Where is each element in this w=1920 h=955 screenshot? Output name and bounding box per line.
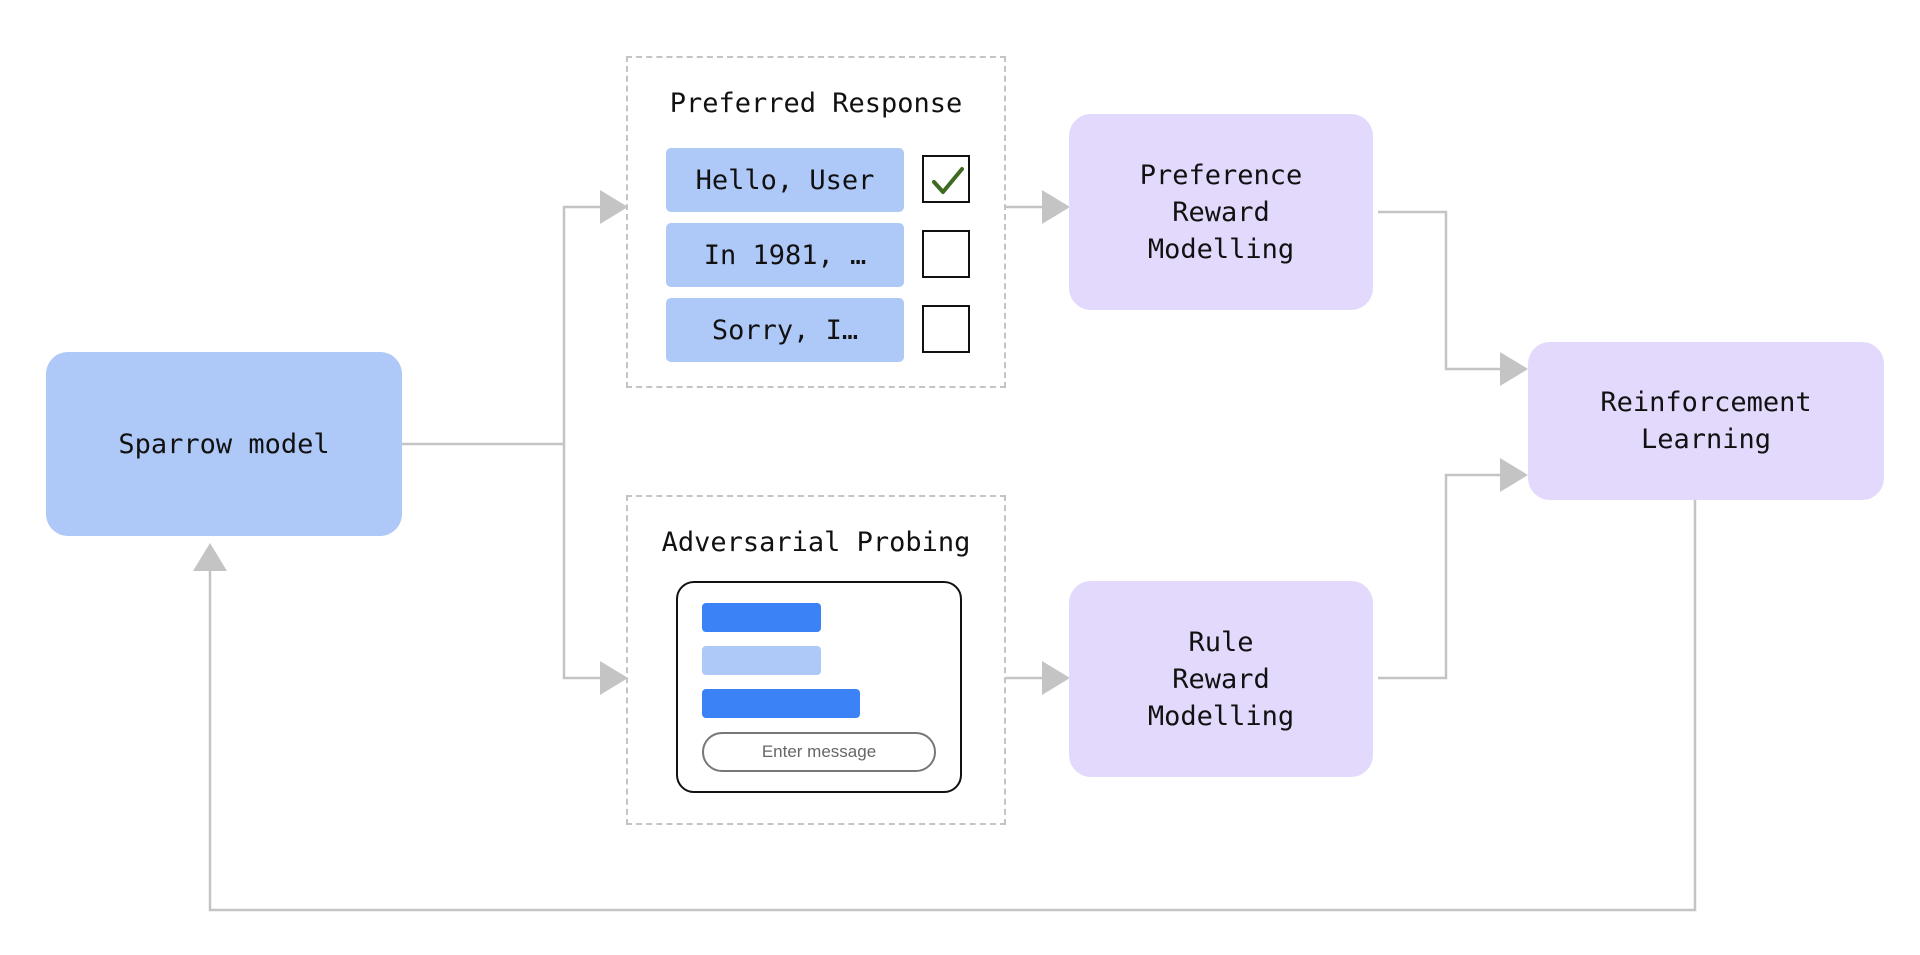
chat-message bbox=[702, 603, 821, 632]
response-checkbox-checked[interactable] bbox=[922, 155, 970, 203]
arrowhead-icon bbox=[1500, 352, 1528, 386]
preferred-response-panel: Preferred Response Hello, User In 1981, … bbox=[626, 56, 1006, 388]
response-option: Hello, User bbox=[666, 148, 904, 212]
connector-rule-reward-to-rl bbox=[1378, 473, 1500, 680]
arrowhead-icon bbox=[1042, 661, 1070, 695]
rule-reward-modelling-node: Rule Reward Modelling bbox=[1069, 581, 1373, 777]
connector-branch-to-preferred-response bbox=[562, 205, 600, 444]
arrowhead-icon bbox=[600, 661, 628, 695]
arrowhead-icon bbox=[1500, 458, 1528, 492]
message-input[interactable]: Enter message bbox=[702, 732, 936, 772]
adversarial-probing-panel: Adversarial Probing Enter message bbox=[626, 495, 1006, 825]
response-checkbox[interactable] bbox=[922, 230, 970, 278]
checkmark-icon bbox=[932, 167, 964, 194]
response-option: In 1981, … bbox=[666, 223, 904, 287]
sparrow-model-node: Sparrow model bbox=[46, 352, 402, 536]
chat-message bbox=[702, 689, 860, 718]
response-option: Sorry, I… bbox=[666, 298, 904, 362]
preferred-response-title: Preferred Response bbox=[669, 88, 963, 119]
arrowhead-icon bbox=[1042, 190, 1070, 224]
preference-reward-modelling-node: Preference Reward Modelling bbox=[1069, 114, 1373, 310]
arrowhead-icon bbox=[193, 543, 227, 571]
chat-message bbox=[702, 646, 821, 675]
connector-branch-to-adversarial-probing bbox=[562, 444, 600, 680]
connector-rl-feedback-loop bbox=[208, 500, 1697, 912]
chat-window-mockup: Enter message bbox=[676, 581, 962, 793]
connector-preference-reward-to-rl bbox=[1378, 210, 1500, 371]
arrowhead-icon bbox=[600, 190, 628, 224]
reinforcement-learning-node: Reinforcement Learning bbox=[1528, 342, 1884, 500]
response-checkbox[interactable] bbox=[922, 305, 970, 353]
adversarial-probing-title: Adversarial Probing bbox=[661, 527, 971, 558]
